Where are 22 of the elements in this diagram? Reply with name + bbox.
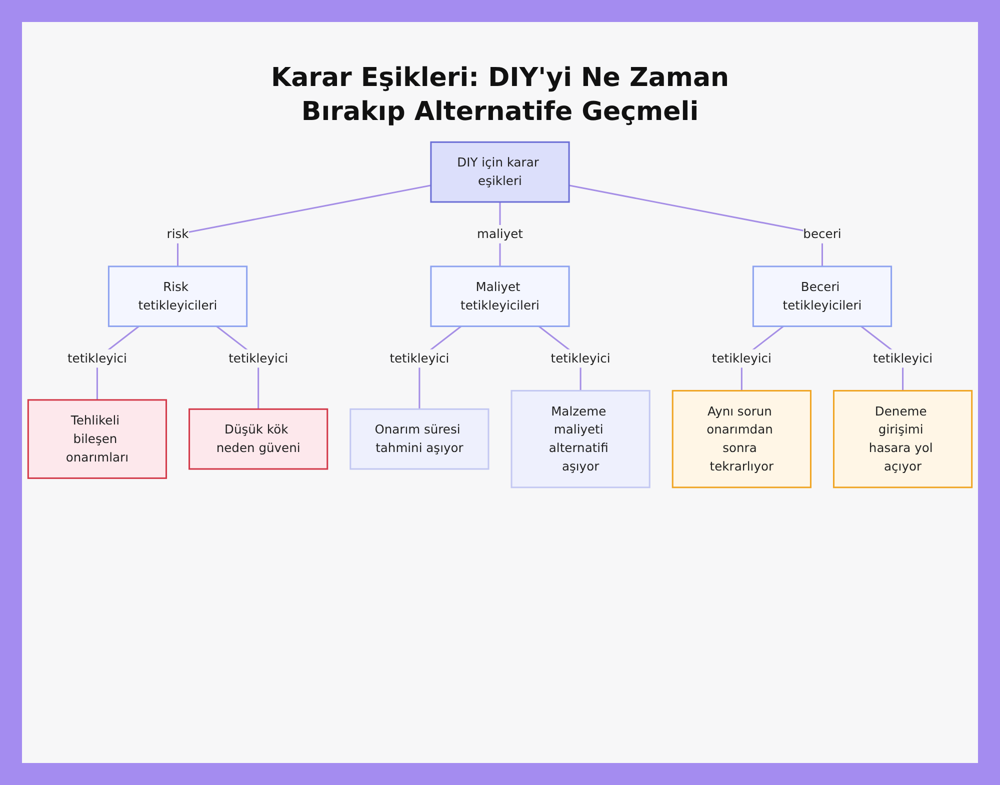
node-box: Risk tetikleyicileri <box>108 265 248 327</box>
node-box: Düşük kök neden güveni <box>188 408 328 470</box>
edge-label: maliyet <box>477 226 523 241</box>
node-box: Deneme girişimi hasara yol açıyor <box>832 390 973 488</box>
node-box: Maliyet tetikleyicileri <box>430 265 570 327</box>
edge-label: tetikleyici <box>712 350 772 365</box>
edge-label: tetikleyici <box>67 350 127 365</box>
edge-label: tetikleyici <box>390 350 450 365</box>
node-box: Beceri tetikleyicileri <box>752 265 892 327</box>
node-box: Aynı sorun onarımdan sonra tekrarlıyor <box>672 390 812 488</box>
edge-label: beceri <box>803 226 842 241</box>
edge-label: tetikleyici <box>873 350 933 365</box>
node-box: Onarım süresi tahmini aşıyor <box>350 408 490 470</box>
edge-label: risk <box>166 226 189 241</box>
edge-label: tetikleyici <box>550 350 610 365</box>
connector <box>568 184 823 266</box>
node-box: DIY için karar eşikleri <box>430 140 570 202</box>
diagram-title: Karar Eşikleri: DIY'yi Ne Zaman Bırakıp Alternatife Geçmeli <box>270 62 730 129</box>
node-box: Malzeme maliyeti alternatifi aşıyor <box>510 390 650 488</box>
edge-label: tetikleyici <box>228 350 288 365</box>
connector <box>177 184 432 266</box>
node-box: Tehlikeli bileşen onarımları <box>27 398 168 479</box>
